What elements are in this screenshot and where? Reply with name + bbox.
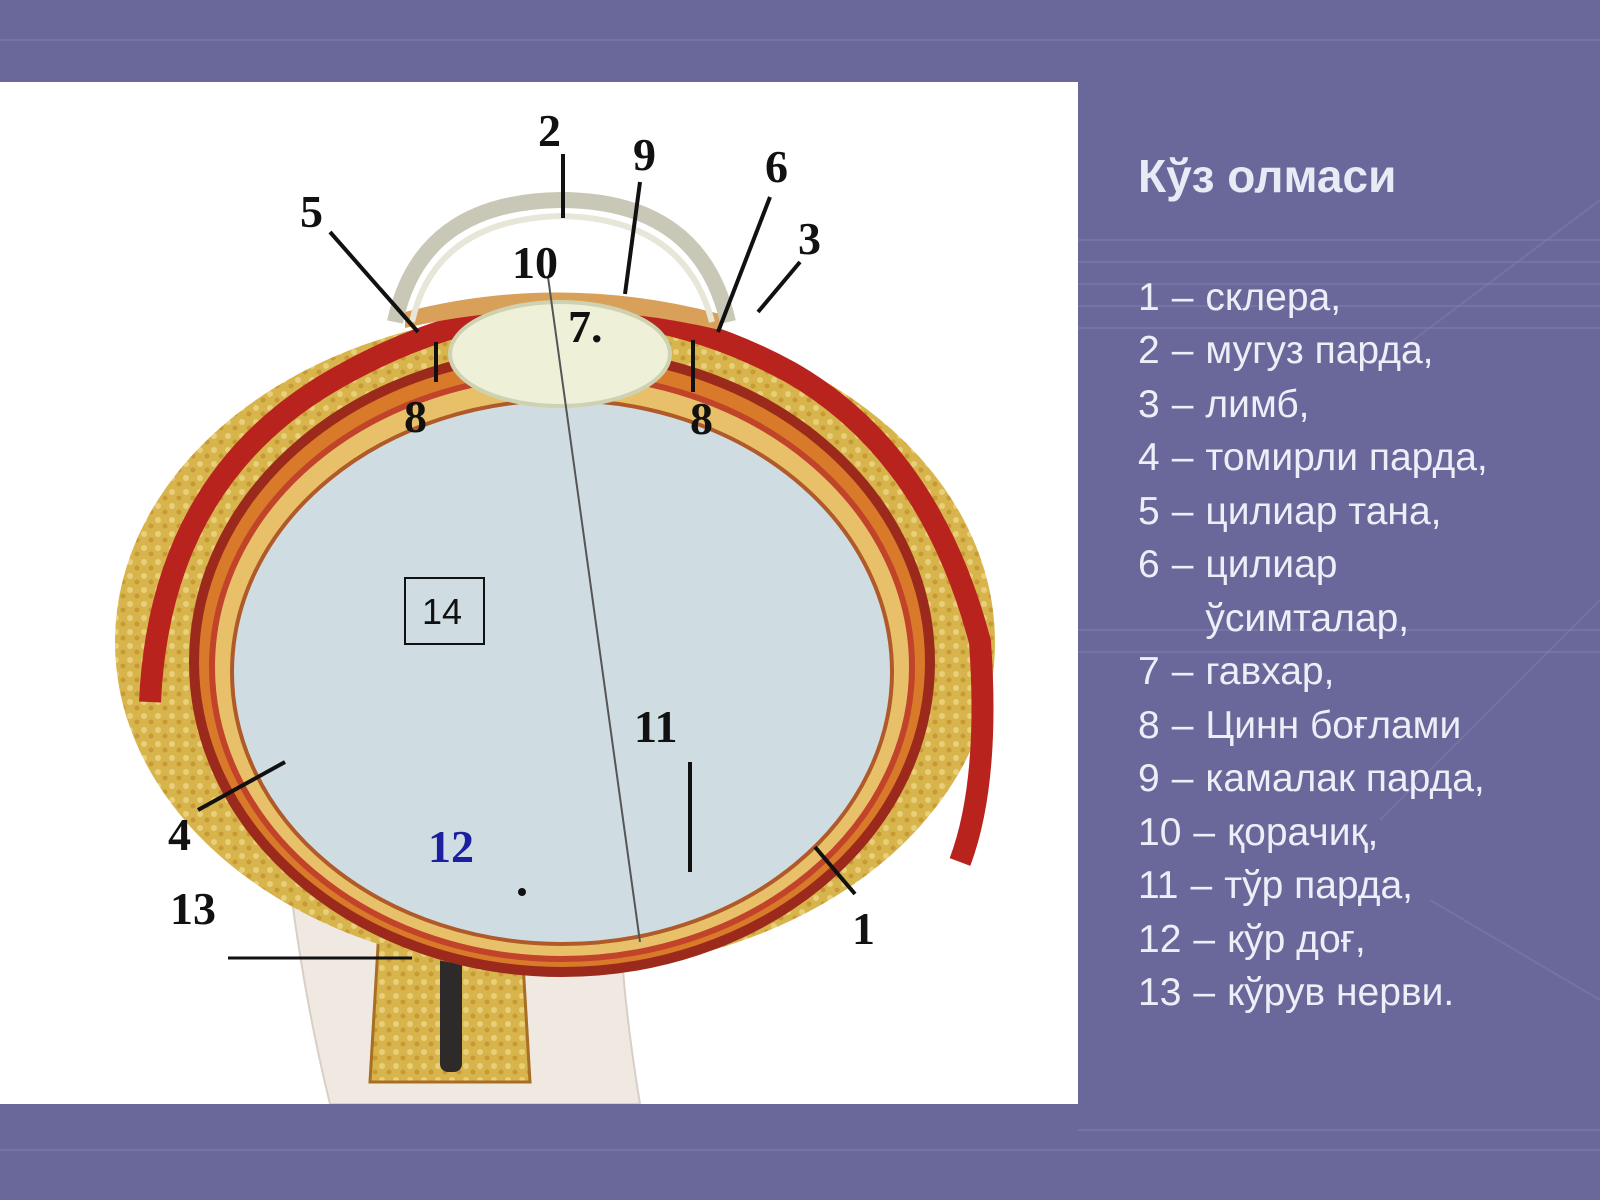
legend-number: 13: [1138, 971, 1182, 1015]
label-10: 10: [512, 237, 558, 288]
legend-text: тўр парда,: [1224, 864, 1413, 908]
eyeball-diagram: 2 9 6 5 3 10 7. 8 8 11 4 12 1 13 14: [115, 105, 995, 1104]
legend-item: 12–кўр доғ,: [1138, 913, 1588, 967]
legend-text: кўрув нерви.: [1227, 971, 1455, 1015]
legend-dash: –: [1171, 703, 1194, 747]
legend-text: қорачиқ,: [1227, 810, 1379, 854]
legend-item: 3–лимб,: [1138, 378, 1588, 432]
legend-dash: –: [1193, 917, 1216, 961]
legend-item: 11–тўр парда,: [1138, 859, 1588, 913]
legend-number: 8: [1138, 703, 1160, 747]
label-11: 11: [634, 701, 677, 752]
legend-text: Цинн боғлами: [1205, 703, 1462, 747]
legend-text: цилиар тана,: [1205, 489, 1442, 533]
central-vessel: [440, 942, 462, 1072]
legend-dash: –: [1171, 329, 1194, 373]
label-12: 12: [428, 821, 474, 872]
label-4: 4: [168, 809, 191, 860]
legend-item: 2–мугуз парда,: [1138, 324, 1588, 378]
leader-line-1: [813, 845, 857, 896]
visual-axis-line: [547, 276, 641, 943]
label-1: 1: [852, 903, 875, 954]
label-8b: 8: [690, 393, 713, 444]
legend-item: 9–камалак парда,: [1138, 752, 1588, 806]
legend-number: 7: [1138, 650, 1160, 694]
legend-dash: –: [1171, 650, 1194, 694]
legend-text: гавхар,: [1205, 650, 1335, 694]
legend-dash: –: [1171, 543, 1194, 587]
leader-line-4: [197, 760, 286, 812]
legend-item: 5–цилиар тана,: [1138, 485, 1588, 539]
legend-dash: –: [1193, 810, 1216, 854]
legend-text: кўр доғ,: [1227, 917, 1366, 961]
label-13: 13: [170, 883, 216, 934]
legend-dash: –: [1171, 275, 1194, 319]
legend-number: 12: [1138, 917, 1182, 961]
legend-item: 6–цилиар ўсимталар,: [1138, 538, 1588, 645]
legend-item: 1–склера,: [1138, 271, 1588, 325]
legend-number: 10: [1138, 810, 1182, 854]
iris: [405, 292, 720, 330]
label-14: 14: [422, 591, 462, 632]
leader-line-9: [623, 181, 642, 295]
vitreous-body: [230, 398, 894, 946]
legend-dash: –: [1171, 757, 1194, 801]
legend-text: склера,: [1205, 275, 1342, 319]
legend-dash: –: [1190, 864, 1213, 908]
legend-list: 1–склера, 2–мугуз парда, 3–лимб, 4–томир…: [1138, 271, 1588, 1020]
legend-number: 2: [1138, 329, 1160, 373]
legend-item: 4–томирли парда,: [1138, 431, 1588, 485]
legend-item: 13–кўрув нерви.: [1138, 966, 1588, 1020]
cornea: [387, 191, 736, 324]
legend-number: 5: [1138, 489, 1160, 533]
lens: [448, 300, 672, 408]
legend-number: 11: [1138, 864, 1179, 908]
legend-number: 3: [1138, 382, 1160, 426]
label-5: 5: [300, 186, 323, 237]
legend-dash: –: [1193, 971, 1216, 1015]
legend-number: 9: [1138, 757, 1160, 801]
eye-diagram-panel: 2 9 6 5 3 10 7. 8 8 11 4 12 1 13 14: [0, 82, 1078, 1104]
label-6: 6: [765, 141, 788, 192]
legend-text: мугуз парда,: [1205, 329, 1434, 373]
legend-number: 1: [1138, 275, 1160, 319]
label-7: 7.: [568, 301, 603, 352]
legend-dash: –: [1171, 436, 1194, 480]
label-14-box: [404, 577, 485, 645]
legend-text: камалак парда,: [1205, 757, 1485, 801]
legend-dash: –: [1171, 382, 1194, 426]
leader-line-3: [756, 260, 802, 314]
slide-title: Кўз олмаси: [1138, 150, 1397, 202]
legend-text: лимб,: [1205, 382, 1310, 426]
legend-number: 4: [1138, 436, 1160, 480]
legend-text: томирли парда,: [1205, 436, 1488, 480]
label-9: 9: [633, 129, 656, 180]
blind-spot-marker: [518, 888, 526, 896]
legend-dash: –: [1171, 489, 1194, 533]
sclera-outer-red: [139, 300, 994, 866]
label-8a: 8: [404, 391, 427, 442]
legend-item: 10–қорачиқ,: [1138, 806, 1588, 860]
legend-text: цилиар ўсимталар,: [1205, 543, 1410, 640]
label-3: 3: [798, 213, 821, 264]
legend-panel: Кўз олмаси 1–склера, 2–мугуз парда, 3–ли…: [1138, 150, 1588, 1020]
legend-item: 8–Цинн боғлами: [1138, 699, 1588, 753]
leader-line-6: [716, 196, 772, 333]
legend-number: 6: [1138, 543, 1160, 587]
leader-line-5: [328, 230, 420, 334]
label-2: 2: [538, 105, 561, 156]
legend-item: 7–гавхар,: [1138, 645, 1588, 699]
cornea-inner: [409, 212, 715, 323]
